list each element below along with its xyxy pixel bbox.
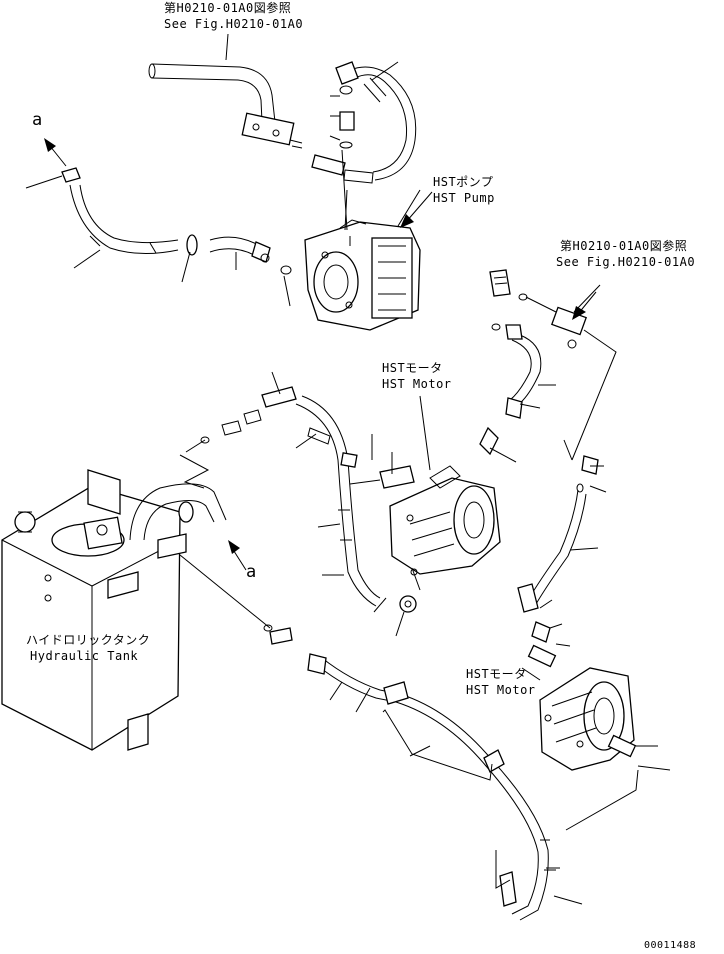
arrows [44,138,597,571]
marker-a-bottom: a [246,562,257,582]
hose-bottom-long [263,624,556,921]
leader-lines [25,33,671,905]
drawing-number: 00011488 [644,940,697,951]
hst-pump-label-jp: HSTポンプ [433,175,494,189]
top-ref-jp: 第H0210-01A0図参照 [164,1,292,15]
hst-motor-label-en: HST Motor [382,377,452,391]
hst-motor-bottom [527,644,637,771]
hst-motor-label-jp: HSTモータ [382,361,443,375]
hst-pump-label-en: HST Pump [433,191,495,205]
right-ref-jp: 第H0210-01A0図参照 [560,239,688,253]
hose-left-a [61,167,198,256]
hose-inlet [209,236,292,275]
hose-loop-top [311,61,417,184]
hst-pump [304,149,421,331]
hose-motor-left [200,386,417,613]
tank-label-en: Hydraulic Tank [30,649,139,663]
right-fittings [489,269,617,461]
suction-pipe-top [148,63,303,149]
hydraulic-tank [1,469,227,751]
marker-a-top: a [32,110,43,130]
top-ref-en: See Fig.H0210-01A0 [164,17,304,31]
right-ref-en: See Fig.H0210-01A0 [556,255,696,269]
hst-motor2-label-jp: HSTモータ [466,667,527,681]
hose-right-s [517,455,599,643]
routing-lines [179,439,639,889]
hst-motor2-label-en: HST Motor [466,683,536,697]
tank-label-jp: ハイドロリックタンク [26,633,151,647]
hst-motor-middle [349,465,501,576]
hose-pump-motor [479,324,542,456]
